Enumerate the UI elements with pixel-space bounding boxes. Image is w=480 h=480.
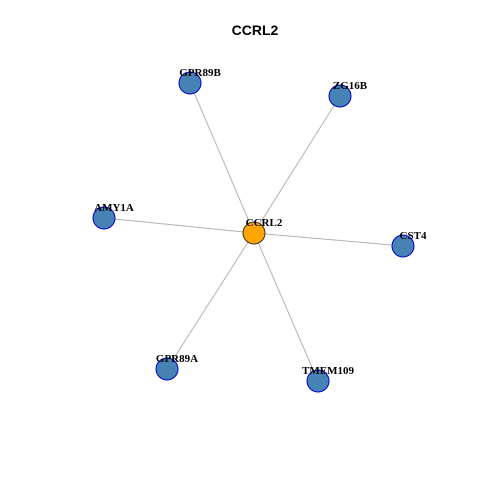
nodes-layer — [92, 71, 415, 393]
hub-node-ccrl2 — [242, 221, 266, 245]
edge-ccrl2-amy1a — [103, 217, 255, 234]
edge-ccrl2-tmem109 — [253, 232, 319, 382]
node-label-gpr89a: GPR89A — [156, 353, 198, 365]
node-gpr89a — [155, 357, 179, 381]
edges-layer — [103, 82, 404, 382]
node-label-tmem109: TMEM109 — [302, 365, 354, 377]
edge-ccrl2-cst4 — [253, 232, 404, 247]
edge-ccrl2-gpr89b — [189, 82, 255, 234]
edge-ccrl2-gpr89a — [166, 232, 255, 370]
node-cst4 — [391, 234, 415, 258]
node-label-ccrl2: CCRL2 — [246, 217, 283, 229]
node-amy1a — [92, 206, 116, 230]
node-label-gpr89b: GPR89B — [179, 67, 221, 79]
node-label-zg16b: ZG16B — [333, 80, 368, 92]
graph-title: CCRL2 — [232, 22, 279, 38]
node-zg16b — [328, 84, 352, 108]
node-gpr89b — [178, 71, 202, 95]
edge-ccrl2-zg16b — [253, 95, 341, 234]
node-tmem109 — [306, 369, 330, 393]
node-label-cst4: CST4 — [400, 230, 427, 242]
node-label-amy1a: AMY1A — [94, 202, 134, 214]
